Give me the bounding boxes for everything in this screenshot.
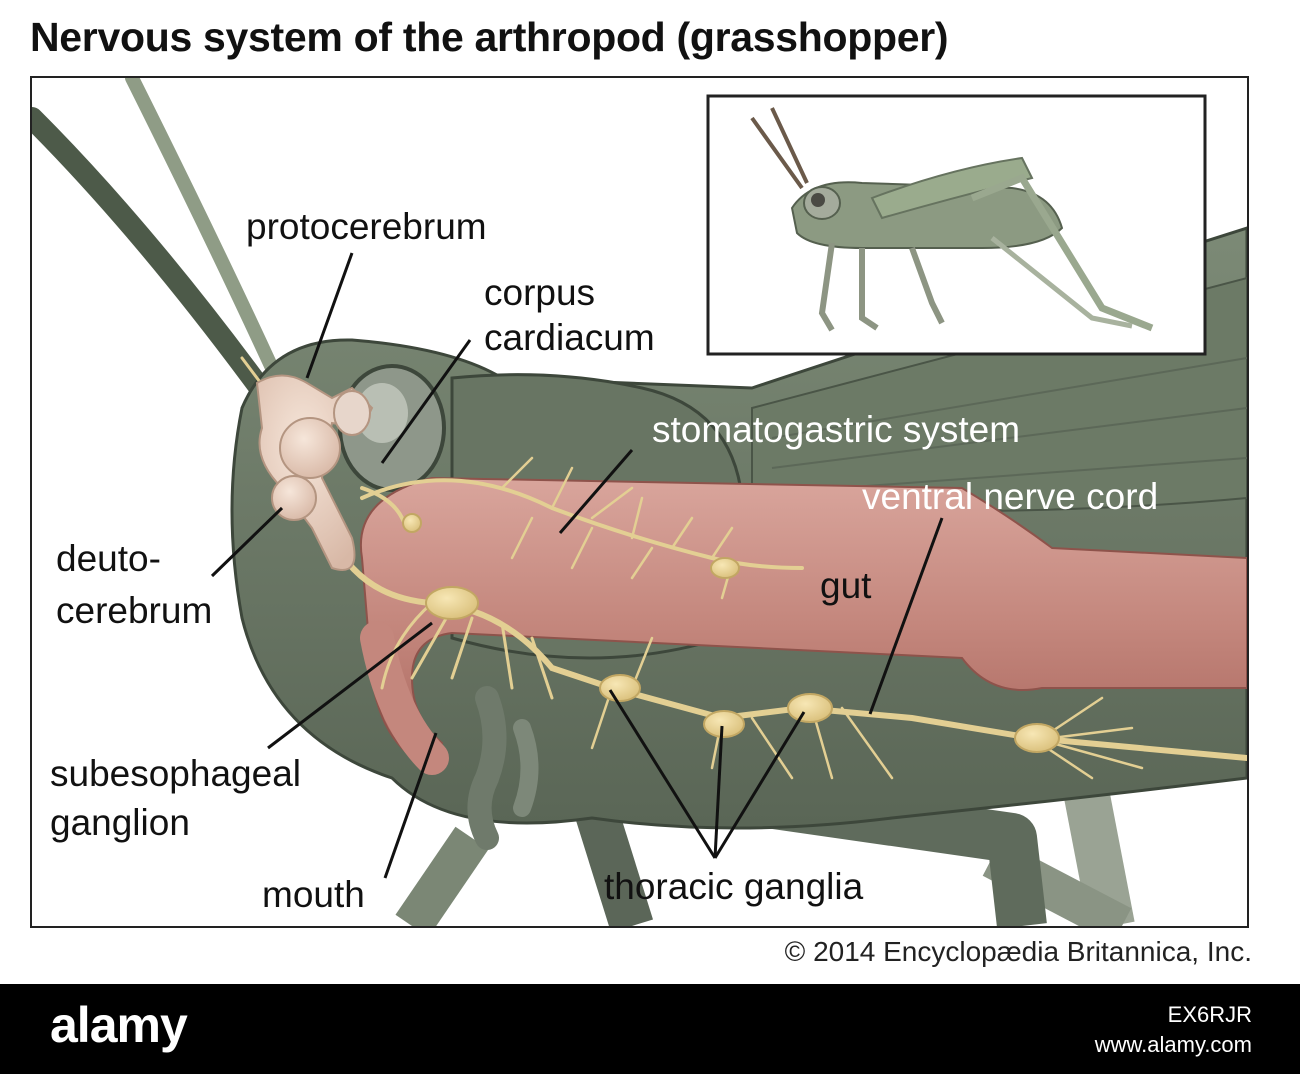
thoracic-ganglion-2 [703,710,745,738]
antenna-right [125,78,279,375]
copyright-notice: © 2014 Encyclopædia Britannica, Inc. [784,936,1252,967]
leader-protocerebrum [305,252,354,379]
abdominal-ganglion [1014,723,1060,753]
illustration-frame: protocerebrum corpus cardiacum stomatoga… [30,76,1249,928]
watermark-site: www.alamy.com [1094,1032,1252,1057]
label-gut: gut [820,565,872,606]
gut-lower-tube [360,621,449,775]
label-mouth: mouth [262,874,365,915]
label-corpus-line1: corpus [484,272,596,313]
subesophageal-ganglion [425,586,479,620]
leader-thoracic-2 [713,725,724,859]
thoracic-ganglion-1 [599,674,641,702]
label-deuto-line2: cerebrum [56,590,213,631]
label-protocerebrum: protocerebrum [246,206,487,247]
label-subesophageal-line1: subesophageal [50,753,301,794]
deutocerebrum-lobe [271,475,317,521]
leader-ventral-nerve-cord [868,517,944,715]
leader-subesophageal [267,621,433,750]
corpus-cardiacum-body [402,513,422,533]
stomatogastric-ganglion [710,557,740,579]
protocerebrum-lobe [279,417,341,479]
grasshopper-illustration [32,78,1247,926]
leader-stomatogastric [558,449,634,534]
label-deuto-line1: deuto- [56,538,161,579]
inset-whole-grasshopper [706,94,1207,356]
label-stomatogastric-system: stomatogastric system [652,409,1021,450]
watermark-footer: alamy EX6RJR www.alamy.com [0,984,1300,1074]
mid-leg [395,826,489,926]
leader-thoracic-1 [608,689,717,859]
watermark-brand: alamy [50,997,188,1053]
label-ventral-nerve-cord: ventral nerve cord [862,476,1159,517]
leader-mouth [383,732,438,879]
thoracic-ganglion-3 [787,693,833,723]
label-corpus-line2: cardiacum [484,317,655,358]
leader-corpus-cardiacum [380,339,472,464]
watermark-image-id: EX6RJR [1167,1002,1252,1027]
mouthparts [467,686,507,850]
brain [255,374,422,571]
optic-lobe [333,390,371,436]
leader-thoracic-3 [713,711,806,859]
diagram-title: Nervous system of the arthropod (grassho… [30,14,949,60]
antenna-left [32,107,271,399]
leader-lines [210,252,944,879]
leader-deutocerebrum [210,506,284,578]
label-thoracic-ganglia: thoracic ganglia [604,866,864,907]
label-subesophageal-line2: ganglion [50,802,190,843]
